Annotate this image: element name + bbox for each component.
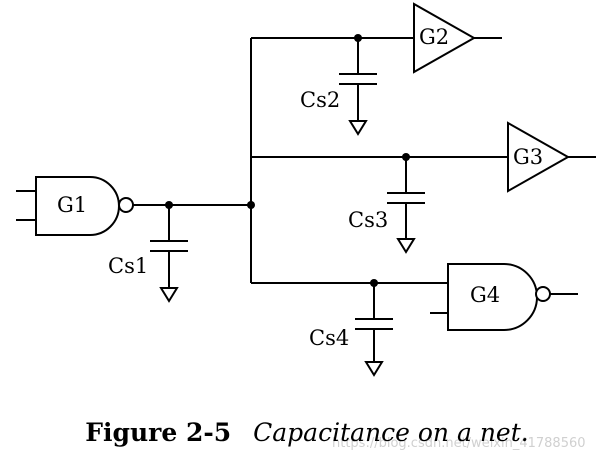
capacitor-cs4: Cs4 xyxy=(309,283,393,377)
cs4-ground-icon xyxy=(364,361,384,377)
gate-g1: G1 xyxy=(16,176,134,236)
g4-label: G4 xyxy=(470,283,500,307)
figure-caption: Figure 2-5 Capacitance on a net. xyxy=(0,418,614,447)
g4-inversion-bubble xyxy=(535,286,551,302)
watermark-text: https://blog.csdn.net/weixin_41788560 xyxy=(332,436,586,451)
cs2-label: Cs2 xyxy=(300,88,340,112)
cs2-ground-icon xyxy=(348,120,368,136)
cs1-ground-icon xyxy=(159,287,179,303)
gate-g3: G3 xyxy=(507,121,596,193)
gate-g4: G4 xyxy=(430,263,578,331)
capacitor-cs2: Cs2 xyxy=(300,38,377,136)
cs3-label: Cs3 xyxy=(348,208,388,232)
g2-label: G2 xyxy=(419,25,449,49)
g2-buffer-body xyxy=(413,2,477,74)
net-wires xyxy=(133,34,508,287)
g3-buffer-body xyxy=(507,121,571,193)
gate-g2: G2 xyxy=(413,2,502,74)
g3-label: G3 xyxy=(513,145,543,169)
g1-label: G1 xyxy=(57,193,87,217)
g4-nand-body xyxy=(447,263,538,331)
g1-inversion-bubble xyxy=(118,197,134,213)
junction-trunk xyxy=(247,201,255,209)
figure-number: Figure 2-5 xyxy=(85,418,232,447)
cs4-label: Cs4 xyxy=(309,326,349,350)
cs3-ground-icon xyxy=(396,238,416,254)
capacitor-cs3: Cs3 xyxy=(348,157,425,254)
cs1-label: Cs1 xyxy=(108,254,148,278)
figure-caption-text: Capacitance on a net. xyxy=(253,418,529,447)
capacitor-cs1: Cs1 xyxy=(108,205,188,303)
